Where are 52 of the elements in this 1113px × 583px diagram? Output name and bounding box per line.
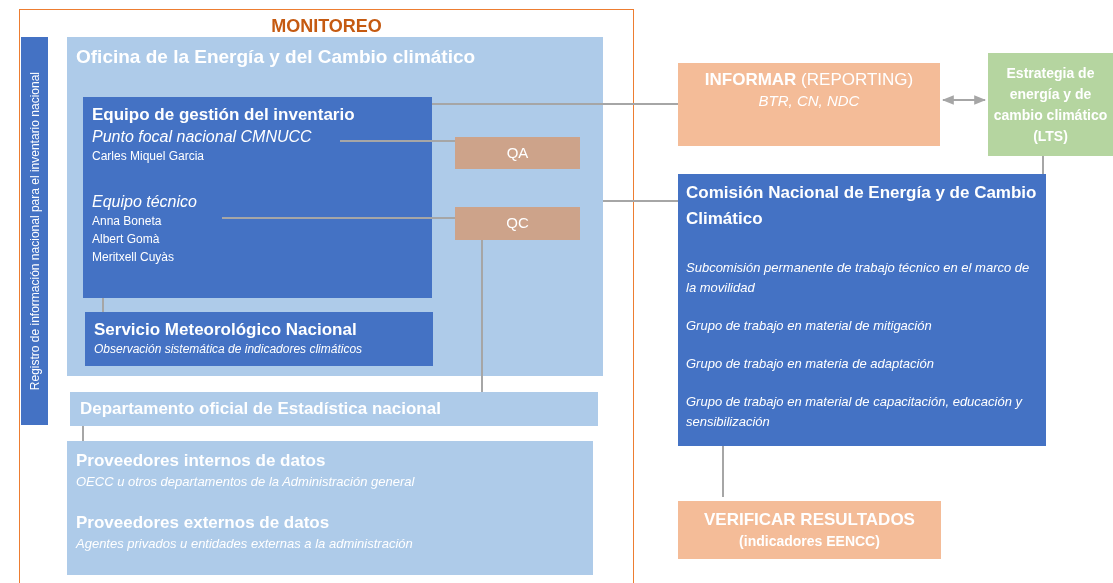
strategy-box (988, 53, 1113, 156)
providers-box (67, 441, 593, 575)
group-item: Grupo de trabajo en materia de adaptación (686, 355, 935, 373)
vertical-label: Registro de información nacional para el inventario nacional (26, 71, 43, 391)
group-item: Grupo de trabajo en material de mitigación (686, 317, 933, 335)
person-name: Anna Boneta (92, 213, 162, 230)
qc-box (455, 207, 580, 240)
box-subtitle: (indicadores EENCC) (739, 532, 880, 551)
person-name: Carles Miquel Garcia (92, 148, 205, 165)
box-label: QC (506, 213, 529, 234)
box-title: INFORMAR (REPORTING) (704, 69, 914, 91)
vertical-bar (21, 37, 48, 425)
verify-box (678, 501, 941, 559)
connector-line (102, 297, 104, 313)
reporting-box (678, 63, 940, 146)
box-title: Servicio Meteorológico Nacional (94, 319, 358, 341)
connector-line (1042, 155, 1044, 175)
box-title: Comisión Nacional de Energía y de Cambio Climático (686, 182, 1038, 230)
role-label: Punto focal nacional CMNUCC (92, 127, 312, 147)
connector-line (221, 217, 456, 219)
connector-line (481, 239, 483, 393)
person-name: Meritxell Cuyàs (92, 249, 175, 266)
group-item: Subcomisión permanente de trabajo técnico en el marco de la movilidad (686, 259, 1031, 297)
connector-line (722, 445, 724, 498)
box-subtitle: OECC u otros departamentos de la Administración general (76, 473, 416, 491)
box-title: Proveedores internos de datos (76, 450, 327, 472)
box-title: Departamento oficial de Estadística nacional (80, 398, 442, 420)
box-subtitle: BTR, CN, NDC (758, 91, 860, 111)
office-panel (67, 37, 603, 376)
double-arrow (941, 95, 987, 105)
box-title: VERIFICAR RESULTADOS (704, 509, 915, 531)
box-label: QA (506, 142, 529, 163)
box-subtitle: Agentes privados u entidades externas a la administración (76, 535, 414, 553)
commission-box (678, 174, 1046, 446)
team-box (83, 97, 432, 298)
box-title: Proveedores externos de datos (76, 512, 331, 534)
department-box (70, 392, 598, 426)
role-label: Equipo técnico (92, 192, 197, 212)
panel-title: Oficina de la Energía y del Cambio climático (76, 45, 477, 69)
group-item: Grupo de trabajo en material de capacitación, educación y sensibilización (686, 393, 1024, 431)
person-name: Albert Gomà (92, 231, 160, 248)
box-title: Estrategia de energía y de cambio climático (LTS) (992, 63, 1109, 146)
connector-line (82, 425, 84, 442)
box-title: Equipo de gestión del inventario (92, 104, 355, 126)
box-subtitle: Observación sistemática de indicadores climáticos (94, 341, 364, 357)
frame-title: MONITOREO (271, 16, 382, 36)
service-box (85, 312, 433, 366)
group-frame (20, 10, 633, 583)
connector-line (602, 200, 679, 202)
connector-line (431, 103, 679, 105)
qa-box (455, 137, 580, 169)
connector-line (339, 140, 456, 142)
